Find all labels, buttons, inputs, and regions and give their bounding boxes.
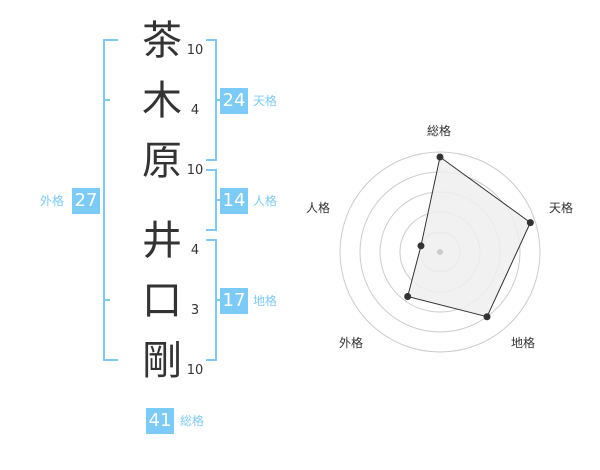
radar-axis-label-jinkaku: 人格 [306, 201, 331, 215]
radar-center-dot [437, 249, 443, 255]
gaikaku-bracket [103, 39, 118, 361]
chikaku-value: 17 [220, 288, 248, 314]
name-char-5: 口 [142, 278, 182, 324]
radar-axis-label-soukaku: 総格 [427, 124, 452, 138]
radar-axis-label-chikaku: 地格 [511, 336, 536, 350]
stroke-count-6: 10 [186, 363, 204, 378]
radar-grid-circle [339, 151, 541, 353]
jinkaku-label: 人格 [253, 194, 278, 208]
name-char-1: 茶 [142, 18, 182, 64]
name-char-3: 原 [142, 138, 182, 184]
radar-axis-label-gaikaku: 外格 [339, 336, 364, 350]
gaikaku-label: 外格 [40, 194, 65, 208]
radar-polygon [407, 156, 531, 318]
jinkaku-value: 14 [220, 188, 248, 214]
radar-point-4 [404, 292, 412, 300]
stroke-count-1: 10 [186, 43, 204, 58]
stroke-count-5: 3 [190, 303, 200, 318]
soukaku-value: 41 [146, 408, 174, 434]
stroke-count-2: 4 [190, 103, 200, 118]
radar-chart [339, 151, 541, 353]
tenkaku-value: 24 [220, 88, 248, 114]
radar-point-2 [526, 219, 534, 227]
stroke-count-3: 10 [186, 163, 204, 178]
tenkaku-label: 天格 [253, 94, 278, 108]
radar-point-3 [483, 313, 491, 321]
chikaku-label: 地格 [253, 294, 278, 308]
radar-axis-label-tenkaku: 天格 [549, 201, 574, 215]
gaikaku-value: 27 [72, 188, 100, 214]
name-char-4: 井 [142, 218, 182, 264]
soukaku-label: 総格 [180, 414, 205, 428]
name-char-2: 木 [142, 78, 182, 124]
radar-point-1 [436, 153, 444, 161]
stroke-count-4: 4 [190, 243, 200, 258]
radar-point-5 [417, 242, 425, 250]
name-char-6: 剛 [142, 338, 182, 384]
